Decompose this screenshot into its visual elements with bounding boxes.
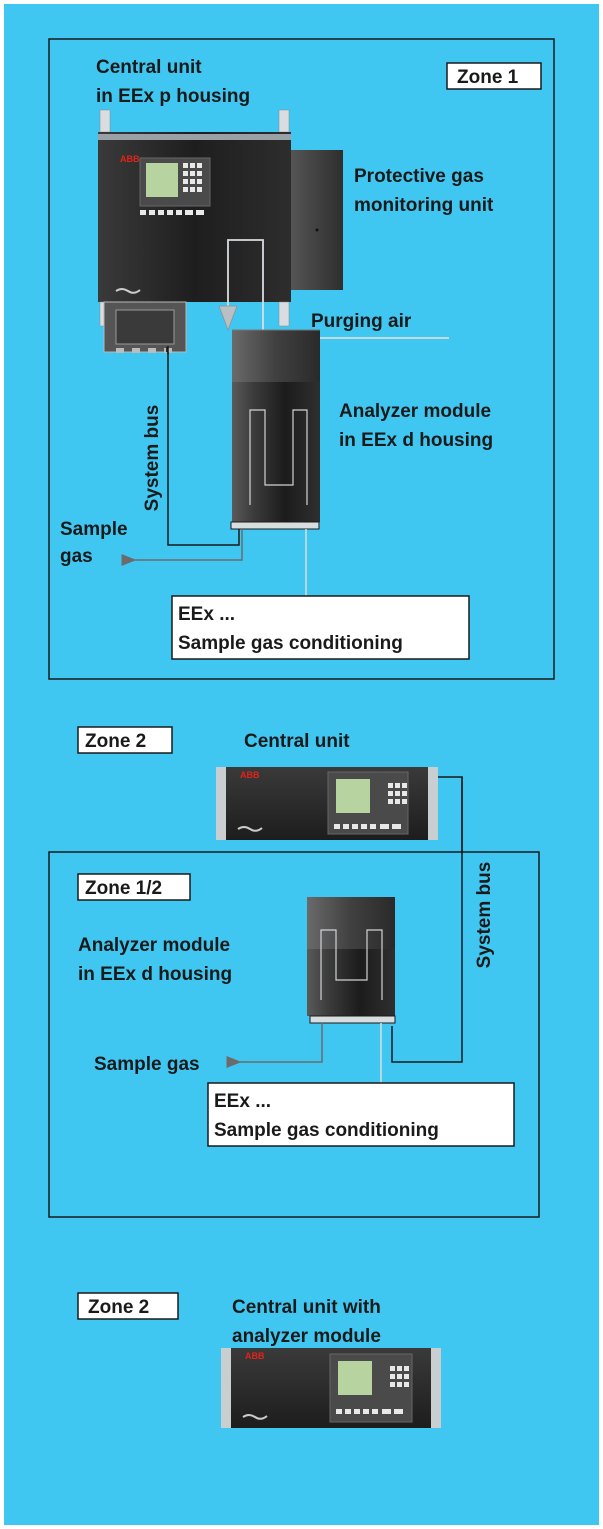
sample-gas-label-1: Sample <box>60 519 128 540</box>
zone-2-label-b: Zone 2 <box>88 1297 149 1318</box>
zone-1-2-frame <box>48 851 540 1218</box>
zone-1-2-label-box <box>77 873 191 901</box>
zone-1-label: Zone 1 <box>457 67 519 88</box>
abb-logo-3: ABB <box>245 1351 265 1361</box>
conditioning-label-1: EEx ... <box>178 604 235 625</box>
system-bus-label-2: System bus <box>474 862 495 969</box>
sample-gas-line-1 <box>121 529 243 566</box>
central-analyzer-label: Central unit with <box>232 1297 381 1318</box>
zone-2-label-a: Zone 2 <box>85 731 146 752</box>
purging-air-arrow <box>218 305 238 332</box>
sample-gas-line-2 <box>226 1023 323 1068</box>
sample-gas-label-2: Sample gas <box>94 1054 200 1075</box>
zone-2-label-box-b <box>77 1292 179 1320</box>
conditioning-box-2 <box>207 1082 515 1147</box>
analyzer-module-1 <box>230 329 320 530</box>
zone-1-label-box <box>446 62 542 90</box>
zone-1-frame <box>48 38 555 680</box>
conditioning-box-1 <box>171 595 470 660</box>
protective-gas-label-2: monitoring unit <box>354 195 494 216</box>
conditioning-label-2: EEx ... <box>214 1091 271 1112</box>
analyzer-module-2 <box>307 897 396 1024</box>
central-unit-ex-p-housing: ABB <box>98 109 343 353</box>
abb-logo-2: ABB <box>240 770 260 780</box>
system-bus-route-2 <box>391 777 463 1063</box>
system-bus-label-1: System bus <box>142 405 163 512</box>
analyzer-label-1: Analyzer module <box>339 401 491 422</box>
conditioning-label-1b: Sample gas conditioning <box>178 633 403 654</box>
sample-gas-label-1b: gas <box>60 546 93 567</box>
central-unit-label-2: Central unit <box>244 731 350 752</box>
central-unit-rack-2: ABB <box>216 767 438 840</box>
analyzer-label-1b: in EEx d housing <box>339 430 493 451</box>
zone-1-2-label: Zone 1/2 <box>85 878 162 899</box>
central-unit-ex-p-label: Central unit <box>96 57 202 78</box>
purging-air-label: Purging air <box>311 311 412 332</box>
purging-air-pipe <box>227 239 449 339</box>
system-bus-line-1b <box>167 352 240 546</box>
conditioning-label-2b: Sample gas conditioning <box>214 1120 439 1141</box>
central-unit-rack-3: ABB <box>221 1348 441 1428</box>
analyzer-label-2: Analyzer module <box>78 935 230 956</box>
analyzer-label-2b: in EEx d housing <box>78 964 232 985</box>
protective-gas-label: Protective gas <box>354 166 484 187</box>
zone-2-label-box-a <box>77 726 173 754</box>
central-analyzer-label-2: analyzer module <box>232 1326 381 1347</box>
central-unit-ex-p-label-2: in EEx p housing <box>96 86 250 107</box>
abb-logo-1: ABB <box>120 154 140 164</box>
